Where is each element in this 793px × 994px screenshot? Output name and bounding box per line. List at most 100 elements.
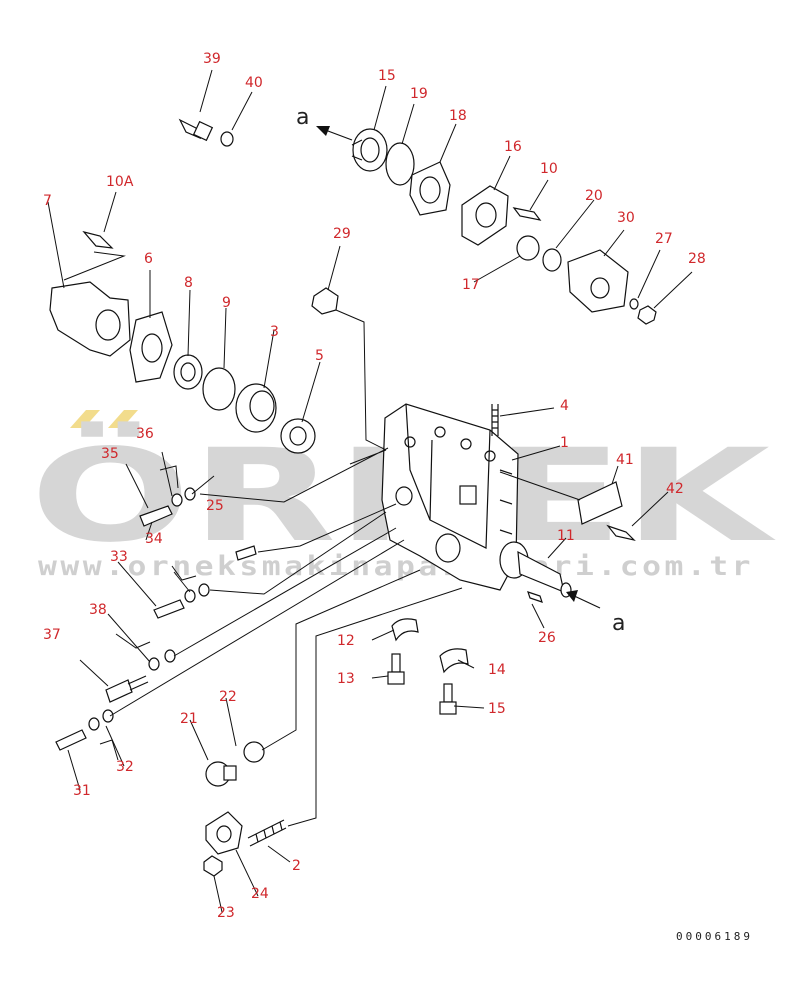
part-32-bolt [55, 729, 87, 751]
label-1: 1 [560, 435, 569, 451]
part-34-washer [184, 589, 196, 603]
label-38: 37 [43, 627, 61, 643]
label-12: 12 [337, 633, 355, 649]
label-43: 42 [666, 481, 684, 497]
part-41-washer [220, 131, 234, 147]
label-leaders [47, 69, 693, 913]
label-brackets [99, 465, 197, 761]
label-29: 28 [688, 251, 706, 267]
label-8: 8 [184, 275, 193, 291]
part-10a-bolt [82, 230, 114, 249]
part-22-plug [205, 761, 237, 787]
part-10-bolt [512, 207, 542, 221]
watermark-url: www.orneksmakinaparcalari.com.tr [38, 551, 754, 582]
part-12-clip [391, 618, 419, 642]
label-22: 21 [180, 711, 198, 727]
label-26: 25 [206, 498, 224, 514]
label-10: 10 [540, 161, 558, 177]
label-42: 41 [616, 452, 634, 468]
part-42-plate [577, 481, 623, 525]
part-39-washer-2 [164, 649, 176, 663]
label-6: 6 [144, 251, 153, 267]
label-24: 23 [217, 905, 235, 921]
part-21-seal [542, 248, 562, 272]
label-34: 33 [110, 549, 128, 565]
part-small-screw [235, 545, 257, 561]
label-31: 30 [617, 210, 635, 226]
label-14: 14 [488, 662, 506, 678]
label-17: 16 [504, 139, 522, 155]
part-11-shaft [499, 541, 572, 598]
part-16-bearing [351, 128, 388, 172]
part-7-housing [49, 281, 131, 357]
part-5-bearing [280, 418, 316, 454]
part-labels: 39 40 15 19 18 16 10 20 30 27 28 17 7 10… [43, 51, 706, 921]
part-20-o-ring [385, 142, 415, 186]
drawing [47, 69, 693, 913]
label-20: 19 [410, 86, 428, 102]
view-marker-bottom: a [612, 611, 625, 636]
part-23-washer [243, 741, 265, 763]
drawing-code: 00006189 [676, 930, 753, 943]
part-19-gasket [409, 161, 451, 216]
label-28: 27 [655, 231, 673, 247]
label-16: 15 [378, 68, 396, 84]
part-36-bolt [139, 505, 173, 527]
part-1-pump-body [381, 403, 519, 591]
part-27-key [527, 591, 543, 603]
label-25: 24 [251, 886, 269, 902]
part-29-nut [637, 305, 657, 325]
part-33-washer-2 [102, 709, 114, 723]
label-9: 9 [222, 295, 231, 311]
label-5: 5 [315, 348, 324, 364]
label-3: 3 [270, 324, 279, 340]
label-15: 15 [488, 701, 506, 717]
part-9-ring [202, 367, 236, 411]
label-27: 26 [538, 630, 556, 646]
part-6-gasket [129, 311, 173, 383]
part-38-bolt [105, 675, 149, 703]
part-33-washer [88, 717, 100, 731]
label-13: 13 [337, 671, 355, 687]
label-39: 38 [89, 602, 107, 618]
label-33: 32 [116, 759, 134, 775]
label-41: 40 [245, 75, 263, 91]
label-18: 17 [462, 277, 480, 293]
part-24-nut [203, 855, 223, 877]
label-40: 39 [203, 51, 221, 67]
label-30: 29 [333, 226, 351, 242]
label-7: 7 [43, 193, 52, 209]
part-3-seal [235, 383, 277, 433]
label-23: 22 [219, 689, 237, 705]
part-18-bushing [516, 235, 540, 261]
part-37-washer [171, 493, 183, 507]
part-34-bolt [153, 599, 185, 619]
part-4-stud [491, 404, 499, 436]
part-15-screw [439, 683, 457, 715]
label-11: 11 [557, 528, 575, 544]
part-14-clip [439, 648, 469, 674]
label-10a: 10A [106, 174, 134, 190]
part-31-cover [567, 249, 629, 313]
label-32: 31 [73, 783, 91, 799]
part-17-flange [461, 185, 509, 246]
part-28-washer [629, 298, 639, 310]
part-34-washer-2 [198, 583, 210, 597]
label-19: 18 [449, 108, 467, 124]
part-26-washer [184, 487, 196, 501]
label-21: 20 [585, 188, 603, 204]
part-30-plug [311, 287, 339, 315]
label-35: 34 [145, 531, 163, 547]
part-8-bearing [173, 354, 203, 390]
label-2: 2 [292, 858, 301, 874]
part-25-flange [205, 811, 243, 855]
part-2-stud [247, 819, 287, 847]
label-36: 35 [101, 446, 119, 462]
view-marker-top: a [296, 105, 309, 130]
part-13-screw [387, 653, 405, 685]
part-39-washer [148, 657, 160, 671]
label-4: 4 [560, 398, 569, 414]
routing-lines [63, 251, 581, 827]
part-40-sensor-plug [178, 118, 214, 142]
